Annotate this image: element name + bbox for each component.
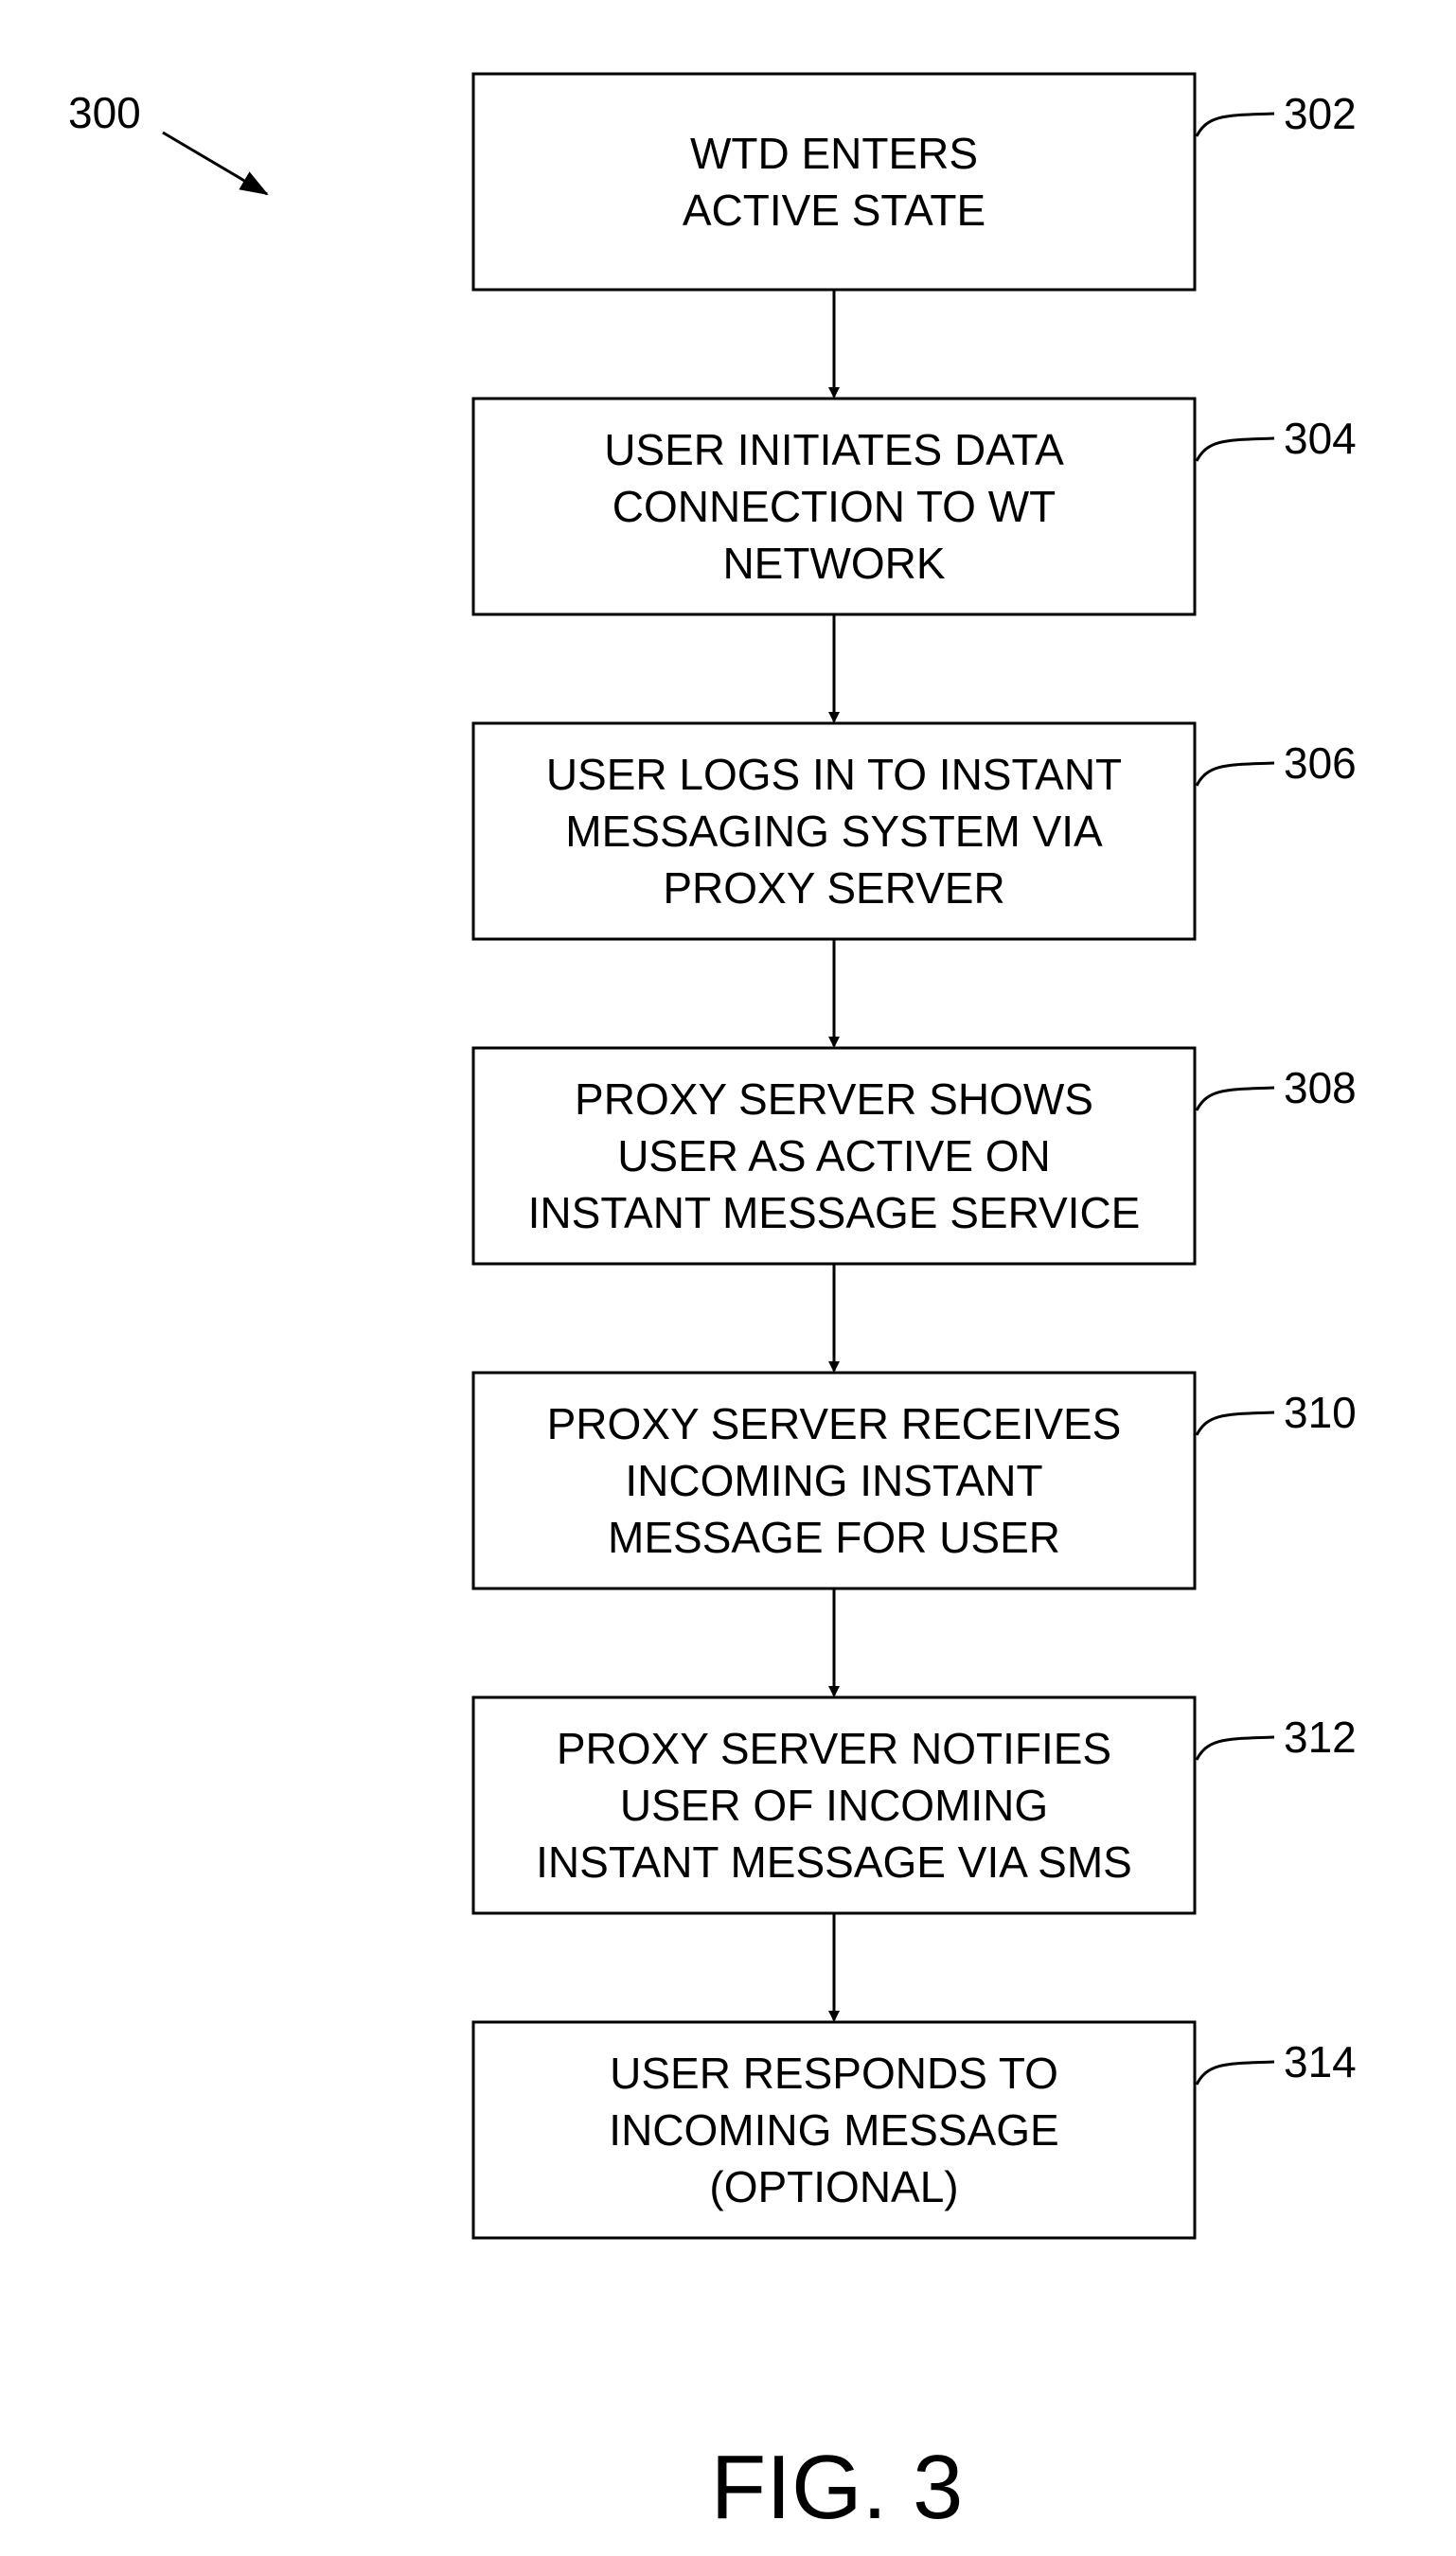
step-ref-label: 312 — [1284, 1713, 1357, 1762]
step-ref-leader — [1197, 1737, 1274, 1760]
step-text-line: PROXY SERVER — [663, 863, 1004, 913]
step-text-line: INSTANT MESSAGE SERVICE — [528, 1188, 1141, 1237]
step-text-line: INSTANT MESSAGE VIA SMS — [536, 1837, 1132, 1887]
steps-layer: WTD ENTERS ACTIVE STATE 302USER INITIATES … — [473, 74, 1357, 2238]
step-text-line: (OPTIONAL) — [709, 2162, 958, 2211]
step-text-line: USER LOGS IN TO INSTANT — [546, 750, 1122, 799]
step-text-line: USER AS ACTIVE ON — [617, 1131, 1051, 1180]
step-310: PROXY SERVER RECEIVES INCOMING INSTANT MES… — [473, 1373, 1357, 1695]
step-text-line: ACTIVE STATE — [683, 186, 985, 235]
figure-caption: FIG. 3 — [711, 2437, 964, 2538]
step-306: USER LOGS IN TO INSTANT MESSAGING SYSTEM … — [473, 723, 1357, 1046]
step-ref-label: 310 — [1284, 1388, 1357, 1437]
step-text-line: MESSAGING SYSTEM VIA — [565, 807, 1103, 856]
step-text-line: CONNECTION TO WT — [613, 482, 1056, 531]
step-text-line: INCOMING INSTANT — [625, 1456, 1042, 1505]
step-ref-leader — [1197, 2062, 1274, 2085]
step-312: PROXY SERVER NOTIFIES USER OF INCOMING INS… — [473, 1697, 1357, 2020]
step-ref-label: 304 — [1284, 414, 1357, 463]
step-text-line: USER RESPONDS TO — [610, 2049, 1058, 2098]
figure-ref-label: 300 — [68, 88, 141, 137]
step-ref-leader — [1197, 114, 1274, 136]
step-ref-leader — [1197, 1412, 1274, 1435]
step-ref-label: 306 — [1284, 738, 1357, 788]
step-302: WTD ENTERS ACTIVE STATE 302 — [473, 74, 1357, 397]
step-304: USER INITIATES DATA CONNECTION TO WT NETWO… — [473, 399, 1357, 721]
step-text-line: MESSAGE FOR USER — [608, 1513, 1060, 1562]
step-text-line: WTD ENTERS — [690, 129, 978, 178]
step-text-line: USER OF INCOMING — [620, 1781, 1048, 1830]
step-text-line: PROXY SERVER NOTIFIES — [557, 1724, 1111, 1773]
step-text-line: NETWORK — [722, 539, 945, 588]
step-ref-label: 308 — [1284, 1063, 1357, 1112]
figure-ref-arrow — [163, 133, 267, 194]
step-text-line: PROXY SERVER SHOWS — [575, 1074, 1093, 1124]
step-ref-label: 314 — [1284, 2037, 1357, 2086]
step-text-line: INCOMING MESSAGE — [609, 2105, 1058, 2155]
step-box — [473, 74, 1195, 290]
step-ref-leader — [1197, 438, 1274, 461]
step-ref-leader — [1197, 1088, 1274, 1110]
step-text-line: USER INITIATES DATA — [604, 425, 1064, 474]
step-ref-leader — [1197, 763, 1274, 786]
step-ref-label: 302 — [1284, 89, 1357, 138]
step-text-line: PROXY SERVER RECEIVES — [547, 1399, 1122, 1448]
step-308: PROXY SERVER SHOWS USER AS ACTIVE ON INSTA… — [473, 1048, 1357, 1371]
step-314: USER RESPONDS TO INCOMING MESSAGE (OPTIONA… — [473, 2022, 1357, 2238]
